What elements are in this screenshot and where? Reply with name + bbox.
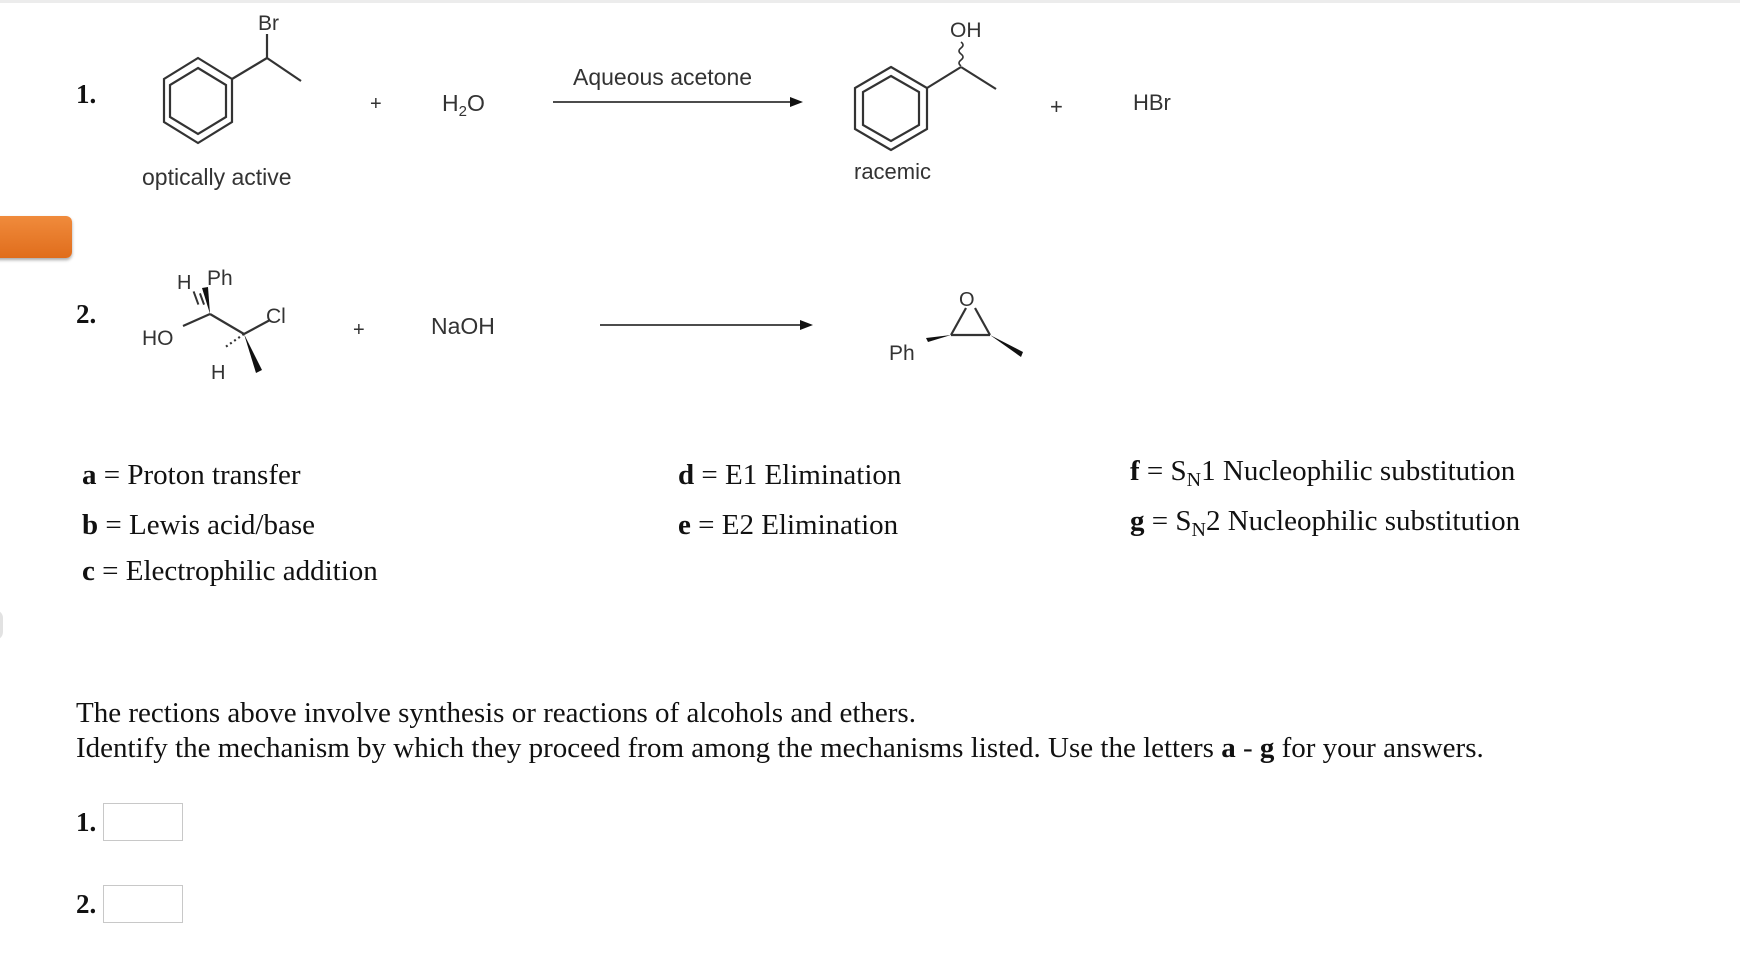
product-2-ph-label: Ph — [889, 342, 915, 365]
reaction-1-conditions: Aqueous acetone — [573, 64, 752, 90]
mechanism-e: e = E2 Elimination — [678, 509, 899, 541]
instructions-text: The rections above involve synthesis or … — [76, 696, 1484, 766]
product-2-structure — [950, 307, 991, 337]
reagent-2-naoh: NaOH — [431, 313, 495, 339]
reagent-1-water: H2O — [442, 90, 485, 120]
mechanism-g: g = SN2 Nucleophilic substitution — [1130, 505, 1521, 541]
side-scroll-nub[interactable] — [0, 610, 3, 640]
mechanism-f: f = SN1 Nucleophilic substitution — [1130, 455, 1516, 491]
product-1-oh-label: OH — [950, 19, 982, 42]
instructions-line-2: Identify the mechanism by which they pro… — [76, 732, 1484, 764]
reactant-2-cl-label: Cl — [266, 305, 286, 328]
top-border — [0, 0, 1740, 3]
plus-sign-2: + — [353, 319, 365, 341]
answer-2-input[interactable] — [103, 885, 183, 923]
byproduct-1-hbr: HBr — [1133, 90, 1171, 115]
mechanism-c: c = Electrophilic addition — [82, 555, 378, 587]
reaction-scheme: 1. Br optically active + H2O Aqueous ace… — [76, 12, 1171, 384]
answer-1-label: 1. — [76, 807, 97, 837]
reactant-2-structure — [182, 312, 271, 349]
instructions-line-1: The rections above involve synthesis or … — [76, 697, 916, 729]
reaction-1-number: 1. — [76, 79, 96, 109]
mechanism-d: d = E1 Elimination — [678, 459, 902, 491]
plus-sign-1a: + — [370, 93, 382, 115]
reaction-2-number: 2. — [76, 299, 96, 329]
reactant-2-ho-label: HO — [142, 327, 174, 350]
reactant-2-h-bottom-label: H — [211, 362, 225, 384]
product-2-o-label: O — [959, 289, 975, 311]
product-1-note: racemic — [854, 159, 931, 184]
answer-1-input[interactable] — [103, 803, 183, 841]
mechanism-a: a = Proton transfer — [82, 459, 301, 491]
reactant-1-note: optically active — [142, 164, 292, 190]
plus-sign-1b: + — [1050, 94, 1063, 119]
mechanism-b: b = Lewis acid/base — [82, 509, 316, 541]
side-panel-tab[interactable] — [0, 216, 72, 258]
reactant-2-h-top-label: H — [177, 272, 191, 294]
answer-2-label: 2. — [76, 889, 97, 919]
reactant-2-ph-label: Ph — [207, 267, 233, 290]
product-1-structure — [853, 41, 997, 152]
reactant-1-structure — [162, 34, 302, 145]
reactant-1-br-label: Br — [258, 12, 279, 35]
